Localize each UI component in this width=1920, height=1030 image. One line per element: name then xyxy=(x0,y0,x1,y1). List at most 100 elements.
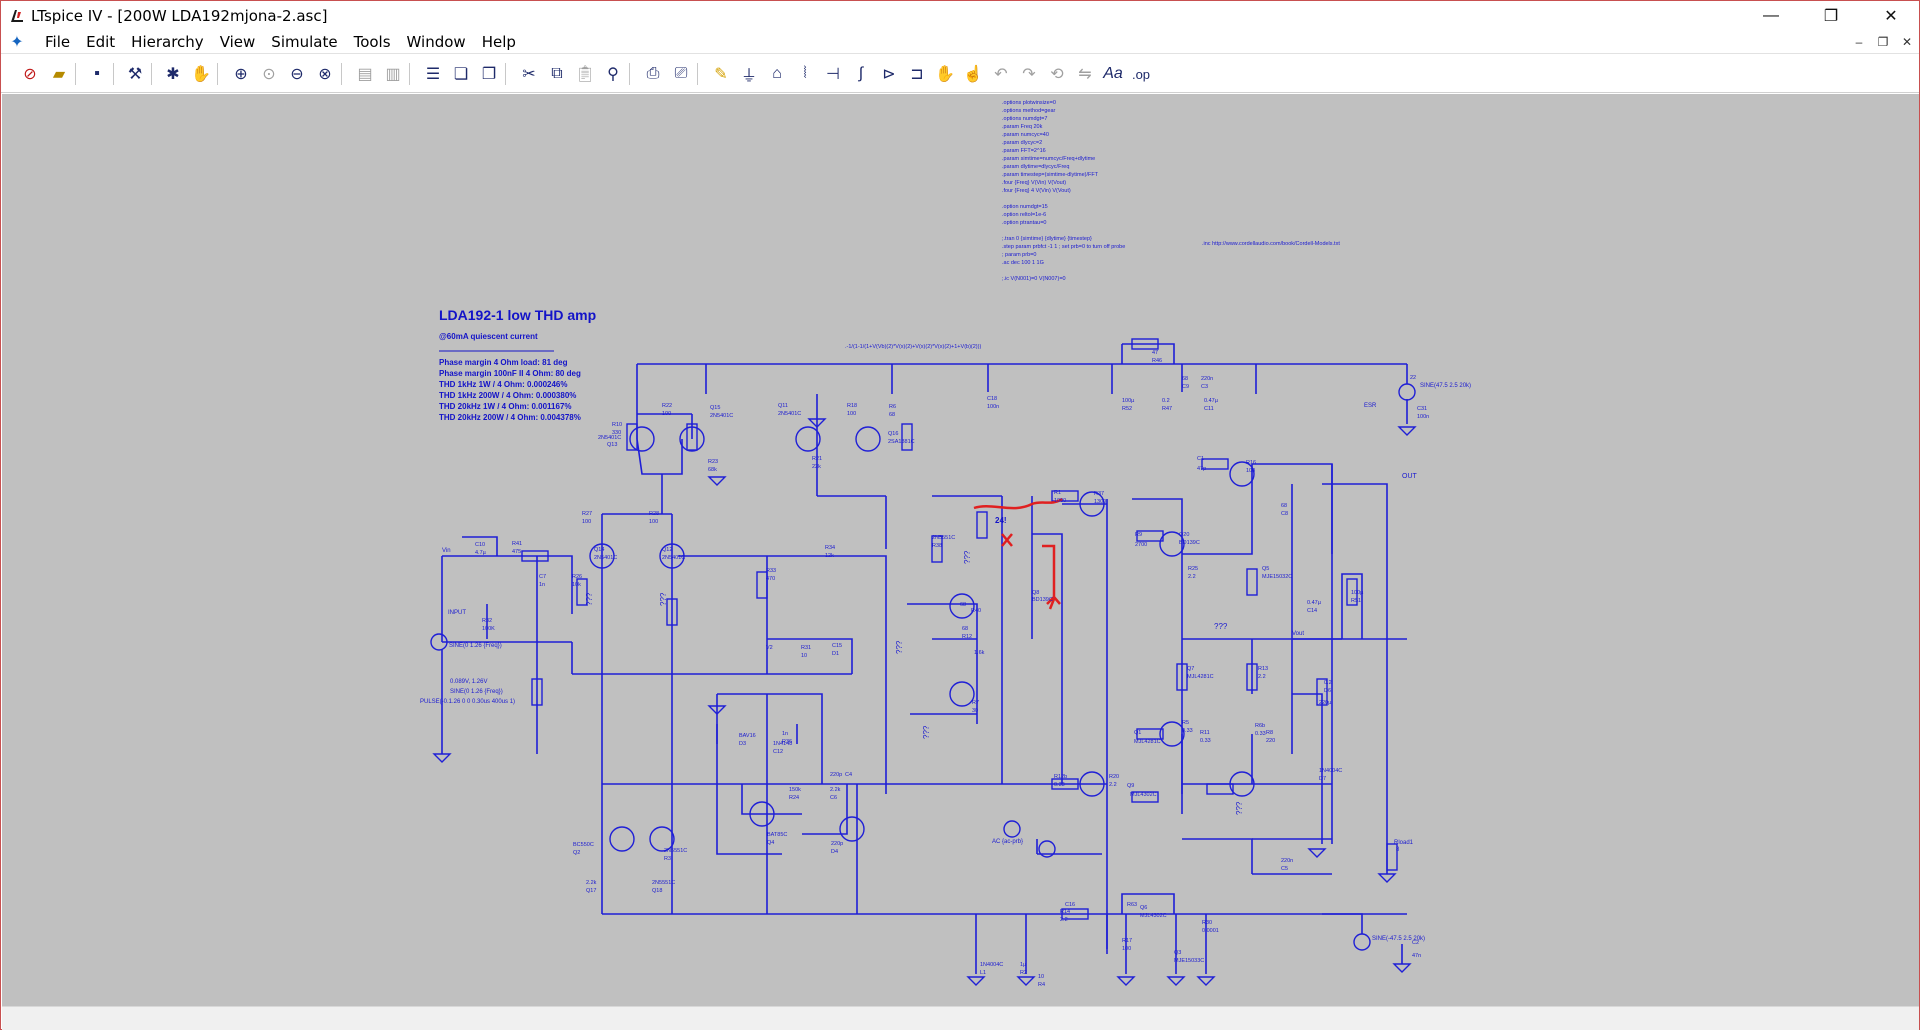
component-designator[interactable]: R41 xyxy=(512,541,522,547)
component-designator[interactable]: 1000 xyxy=(1054,498,1066,504)
component-designator[interactable]: 220µ xyxy=(1319,700,1332,706)
component-designator[interactable]: MJL4302C xyxy=(1140,913,1167,919)
component-designator[interactable]: 68 xyxy=(962,626,968,632)
component-designator[interactable]: R34 xyxy=(825,545,835,551)
component-designator[interactable]: R7 xyxy=(972,700,979,706)
component-designator[interactable]: 0.33 xyxy=(1054,782,1065,788)
close-button[interactable]: ✕ xyxy=(1884,7,1898,25)
component-designator[interactable]: 2SA1381C xyxy=(888,439,915,445)
component-designator[interactable]: 100n xyxy=(1417,414,1429,420)
component-designator[interactable]: 10 xyxy=(801,653,807,659)
menu-edit[interactable]: Edit xyxy=(86,32,116,51)
paste-icon[interactable]: 📋︎ xyxy=(574,66,596,83)
component-designator[interactable]: Q5 xyxy=(1262,566,1269,572)
component-designator[interactable]: 22 xyxy=(1410,375,1416,381)
component-designator[interactable]: C7 xyxy=(539,574,546,580)
component-designator[interactable]: D3 xyxy=(739,741,746,747)
component-designator[interactable]: C10 xyxy=(475,542,485,548)
component-designator[interactable]: 1N4004C xyxy=(1319,768,1342,774)
component-designator[interactable]: MJE15032C xyxy=(1262,574,1292,580)
component-designator[interactable]: MJL4281C xyxy=(1134,739,1161,745)
component-designator[interactable]: R9 xyxy=(1135,532,1142,538)
text-icon[interactable]: Aa xyxy=(1103,65,1123,82)
component-designator[interactable]: C9 xyxy=(1182,384,1189,390)
mirror-icon[interactable]: ⇋ xyxy=(1078,66,1092,83)
component-designator[interactable]: R23 xyxy=(708,459,718,465)
component-designator[interactable]: 68k xyxy=(708,467,717,473)
component-designator[interactable]: R12 xyxy=(962,634,972,640)
component-designator[interactable]: R20 xyxy=(1109,774,1119,780)
component-designator[interactable]: V2 xyxy=(766,645,773,651)
label-icon[interactable]: ⌂ xyxy=(772,65,782,82)
component-designator[interactable]: R36 xyxy=(782,739,792,745)
component-designator[interactable]: 150k xyxy=(789,787,801,793)
component-designator[interactable]: C16 xyxy=(1065,902,1075,908)
zoom-out-icon[interactable]: ⊖ xyxy=(290,66,304,83)
component-designator[interactable]: R18 xyxy=(847,403,857,409)
component-designator[interactable]: Q3 xyxy=(1174,950,1181,956)
component-designator[interactable]: R14 xyxy=(1060,909,1070,915)
print-icon[interactable]: ⎚ xyxy=(674,65,688,82)
component-designator[interactable]: Q8 xyxy=(1032,590,1039,596)
component-designator[interactable]: 68 xyxy=(1281,503,1287,509)
component-designator[interactable]: BC550C xyxy=(573,842,594,848)
component-designator[interactable]: 2N5401C xyxy=(594,555,617,561)
component-designator[interactable]: R37 xyxy=(1094,491,1104,497)
component-designator[interactable]: 2N5401C xyxy=(710,413,733,419)
component-designator[interactable]: 2N5401C xyxy=(778,411,801,417)
component-designator[interactable]: 1.6k xyxy=(974,650,985,656)
component-designator[interactable]: R32 xyxy=(482,618,492,624)
component-designator[interactable]: 220p xyxy=(831,841,843,847)
move-icon[interactable]: ✋ xyxy=(935,66,955,83)
component-designator[interactable]: Q20 xyxy=(1179,532,1189,538)
component-designator[interactable]: Q11 xyxy=(778,403,788,409)
pan-icon[interactable]: ✋ xyxy=(191,66,211,83)
component-designator[interactable]: R46 xyxy=(1152,358,1162,364)
component-designator[interactable]: C14 xyxy=(1307,608,1317,614)
component-designator[interactable]: 2N5551C xyxy=(652,880,675,886)
component-designator[interactable]: R40 xyxy=(971,608,981,614)
open-icon[interactable]: ▰ xyxy=(52,66,66,83)
component-designator[interactable]: D4 xyxy=(831,849,838,855)
component-designator[interactable]: R1 xyxy=(1054,490,1061,496)
rotate-icon[interactable]: ⟲ xyxy=(1050,66,1064,83)
component-designator[interactable]: 0.2 xyxy=(1162,398,1170,404)
component-designator[interactable]: Q16 xyxy=(888,431,898,437)
tile-vertical-icon[interactable]: ▥ xyxy=(385,66,401,83)
component-designator[interactable]: 0.33 xyxy=(1182,728,1193,734)
component-designator[interactable]: 100K xyxy=(482,626,495,632)
component-designator[interactable]: R13 xyxy=(1258,666,1268,672)
component-designator[interactable]: 220 xyxy=(1266,738,1275,744)
component-designator[interactable]: C5 xyxy=(1281,866,1288,872)
menu-window[interactable]: Window xyxy=(406,32,466,51)
component-designator[interactable]: C4 xyxy=(845,772,852,778)
restore-button[interactable]: ❐ xyxy=(1823,7,1839,25)
component-designator[interactable]: 330 xyxy=(612,430,621,436)
component-designator[interactable]: 47 xyxy=(1152,350,1158,356)
inductor-icon[interactable]: ∫ xyxy=(858,65,864,82)
component-designator[interactable]: Q9 xyxy=(1127,783,1134,789)
component-designator[interactable]: C12 xyxy=(773,749,783,755)
component-designator[interactable]: R8 xyxy=(1266,730,1273,736)
component-designator[interactable]: R24 xyxy=(789,795,799,801)
component-designator[interactable]: C2 xyxy=(1412,940,1419,946)
component-designator[interactable]: D7 xyxy=(1319,776,1326,782)
component-designator[interactable]: 0.47µ xyxy=(1204,398,1219,404)
component-designator[interactable]: C11 xyxy=(1204,406,1214,412)
component-designator[interactable]: 220n xyxy=(1281,858,1293,864)
component-designator[interactable]: BD139C xyxy=(1179,540,1200,546)
component-designator[interactable]: 12k xyxy=(825,553,834,559)
component-designator[interactable]: 1N4004C xyxy=(980,962,1003,968)
component-designator[interactable]: Q15 xyxy=(710,405,720,411)
find-icon[interactable]: ⚲ xyxy=(607,66,619,83)
menu-view[interactable]: View xyxy=(219,32,256,51)
component-designator[interactable]: 2700 xyxy=(1135,542,1147,548)
resistor-icon[interactable]: ⦚ xyxy=(803,65,807,82)
menu-tools[interactable]: Tools xyxy=(353,32,391,51)
component-designator[interactable]: R38 xyxy=(932,543,942,549)
component-designator[interactable]: 68 xyxy=(1182,376,1188,382)
component-designator[interactable]: 0.2 xyxy=(1324,680,1332,686)
component-designator[interactable]: R6 xyxy=(889,404,896,410)
component-designator[interactable]: C31 xyxy=(1417,406,1427,412)
component-designator[interactable]: R25 xyxy=(1188,566,1198,572)
